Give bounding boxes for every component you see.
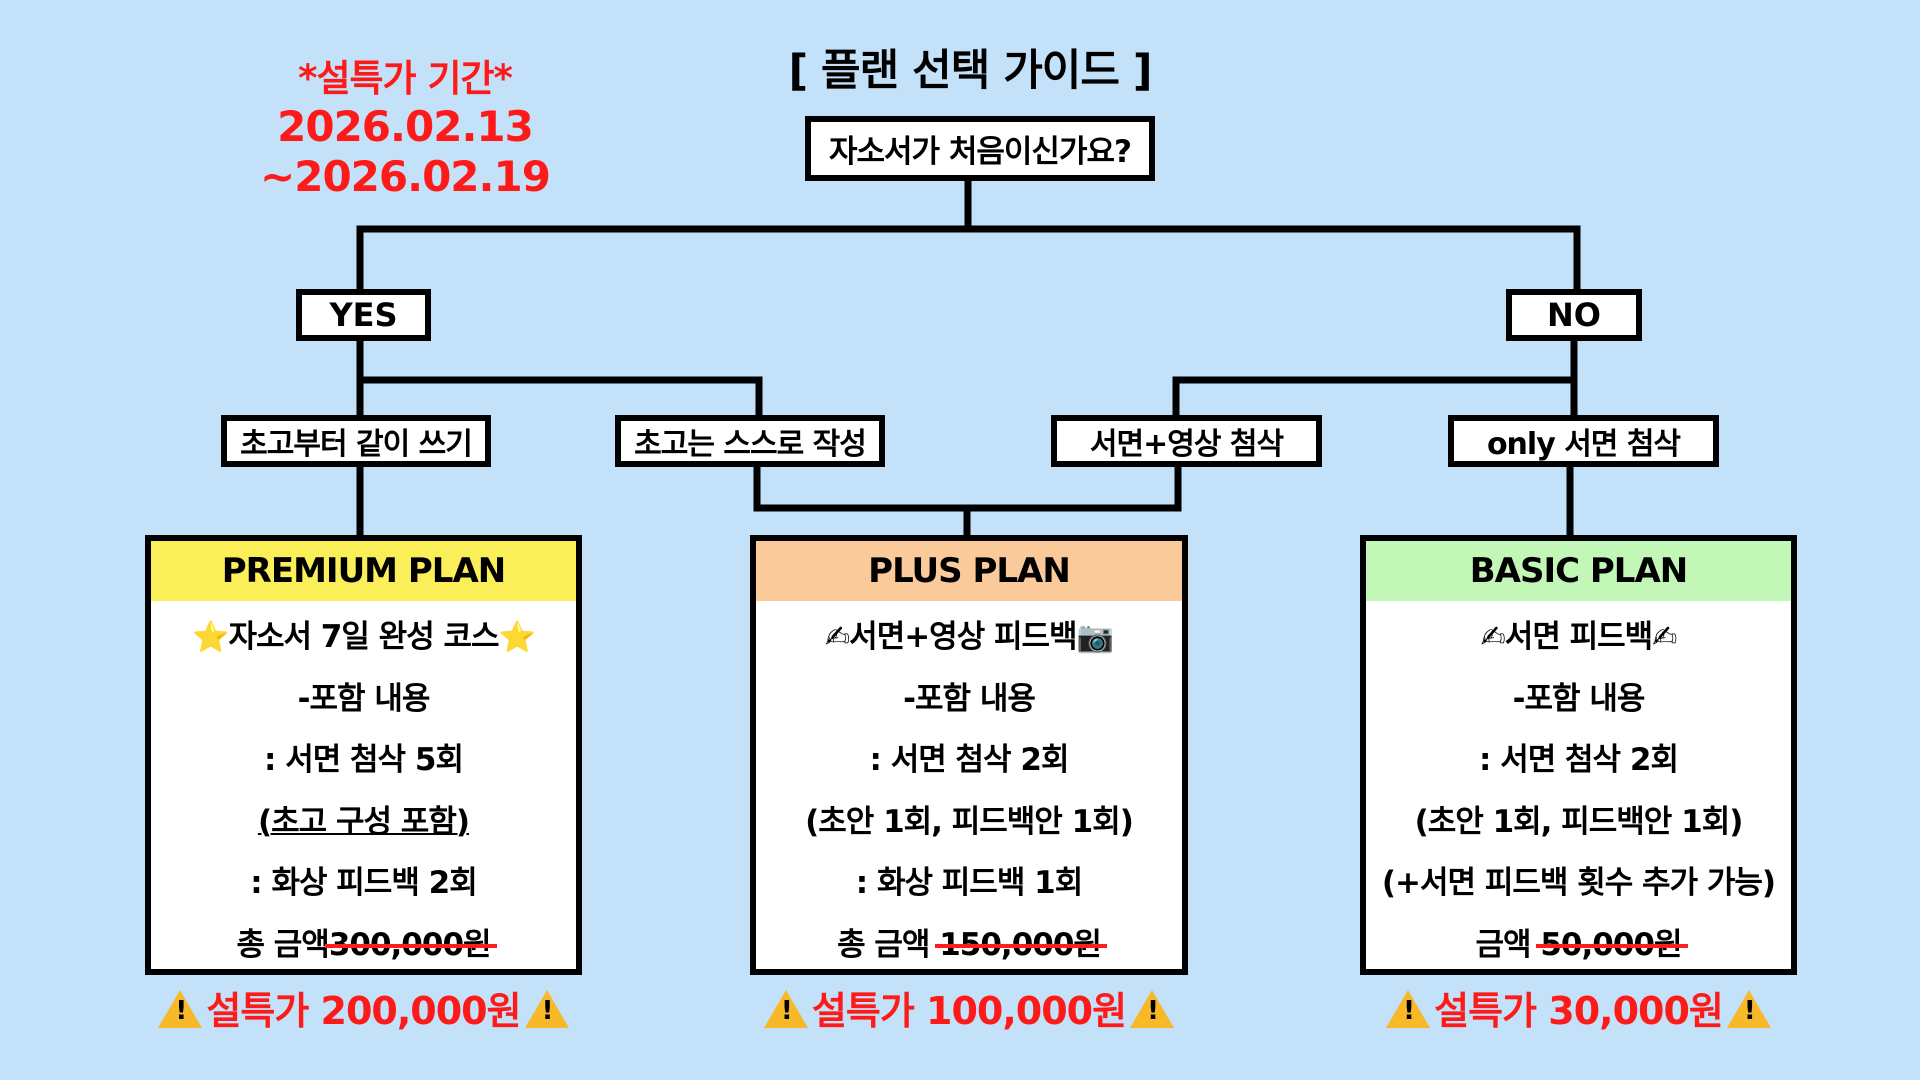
plan-name: PREMIUM PLAN (151, 541, 576, 601)
plan-item: : 화상 피드백 2회 (250, 865, 477, 901)
promo-dates: 2026.02.13 ~2026.02.19 (260, 102, 551, 201)
star-icon: ⭐ (192, 620, 229, 655)
plan-includes: -포함 내용 (297, 680, 431, 717)
star-icon: ⭐ (498, 620, 536, 655)
warning-icon (158, 990, 203, 1028)
plan-item: (초안 1회, 피드백안 1회) (805, 803, 1134, 840)
plan-item: (+서면 피드백 횟수 추가 가능) (1381, 865, 1776, 901)
step-written-video-review: 서면+영상 첨삭 (1051, 415, 1322, 467)
basic-sale-price: 설특가 30,000원 (1360, 980, 1797, 1042)
plan-name: PLUS PLAN (756, 541, 1182, 601)
no-branch-label: NO (1506, 289, 1642, 341)
step-draft-together: 초고부터 같이 쓰기 (221, 415, 491, 467)
plan-item: (초안 1회, 피드백안 1회) (1414, 803, 1744, 840)
plan-includes: -포함 내용 (1512, 680, 1646, 717)
plan-subtitle: ⭐자소서 7일 완성 코스⭐ (192, 619, 536, 655)
plan-item: : 서면 첨삭 5회 (264, 742, 464, 778)
writing-hand-icon: ✍ (825, 620, 850, 655)
camera-icon: 📷 (1076, 620, 1114, 655)
yes-branch-label: YES (296, 289, 431, 341)
writing-hand-icon: ✍ (1652, 620, 1677, 655)
original-price: 50,000원 (1540, 915, 1682, 970)
plan-item: (초고 구성 포함) (257, 803, 470, 840)
premium-sale-price: 설특가 200,000원 (145, 980, 582, 1042)
plan-item: : 서면 첨삭 2회 (869, 742, 1070, 778)
plan-price: 금액 50,000원 (1366, 915, 1791, 970)
question-box: 자소서가 처음이신가요? (805, 116, 1155, 181)
warning-icon (763, 990, 808, 1028)
basic-plan-card: BASIC PLAN ✍서면 피드백✍ -포함 내용 : 서면 첨삭 2회 (초… (1360, 535, 1797, 975)
plan-item: : 서면 첨삭 2회 (1479, 742, 1679, 778)
plan-item: : 화상 피드백 1회 (855, 865, 1083, 901)
step-draft-self: 초고는 스스로 작성 (615, 415, 885, 467)
premium-plan-card: PREMIUM PLAN ⭐자소서 7일 완성 코스⭐ -포함 내용 : 서면 … (145, 535, 582, 975)
warning-icon (1386, 990, 1431, 1028)
writing-hand-icon: ✍ (1480, 620, 1506, 655)
plus-plan-card: PLUS PLAN ✍서면+영상 피드백📷 -포함 내용 : 서면 첨삭 2회 … (750, 535, 1188, 975)
plan-subtitle: ✍서면+영상 피드백📷 (825, 619, 1114, 655)
plus-sale-price: 설특가 100,000원 (750, 980, 1188, 1042)
original-price: 300,000원 (329, 915, 492, 970)
plan-price: 총 금액 150,000원 (756, 915, 1182, 970)
warning-icon (1726, 990, 1771, 1028)
warning-icon (524, 990, 569, 1028)
plan-includes: -포함 내용 (903, 680, 1036, 717)
warning-icon (1130, 990, 1175, 1028)
plan-price: 총 금액300,000원 (151, 915, 576, 970)
page-title: [ 플랜 선택 가이드 ] (788, 46, 1152, 96)
plan-subtitle: ✍서면 피드백✍ (1480, 619, 1678, 655)
original-price: 150,000원 (939, 915, 1102, 970)
step-written-only-review: only 서면 첨삭 (1448, 415, 1719, 467)
promo-period: *설특가 기간* 2026.02.13 ~2026.02.19 (150, 56, 660, 202)
promo-label: *설특가 기간* (298, 57, 513, 100)
plan-name: BASIC PLAN (1366, 541, 1791, 601)
